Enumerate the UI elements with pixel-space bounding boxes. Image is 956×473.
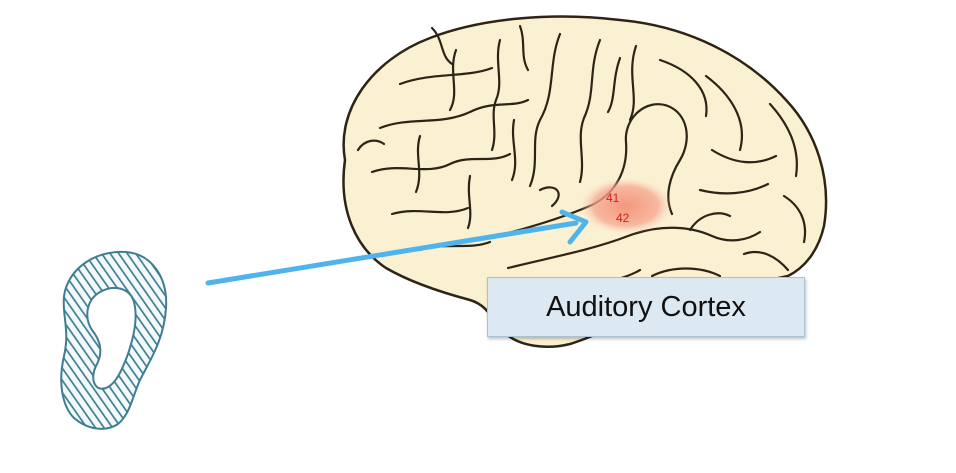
auditory-cortex-label-text: Auditory Cortex [546,290,746,323]
brain-illustration: 41 42 [342,15,828,348]
area-42-label: 42 [616,211,630,225]
auditory-cortex-label: Auditory Cortex [487,277,805,337]
auditory-area-highlight [580,178,672,234]
area-41-label: 41 [606,191,620,205]
arrow-icon [205,209,589,286]
ear-icon [60,250,168,430]
